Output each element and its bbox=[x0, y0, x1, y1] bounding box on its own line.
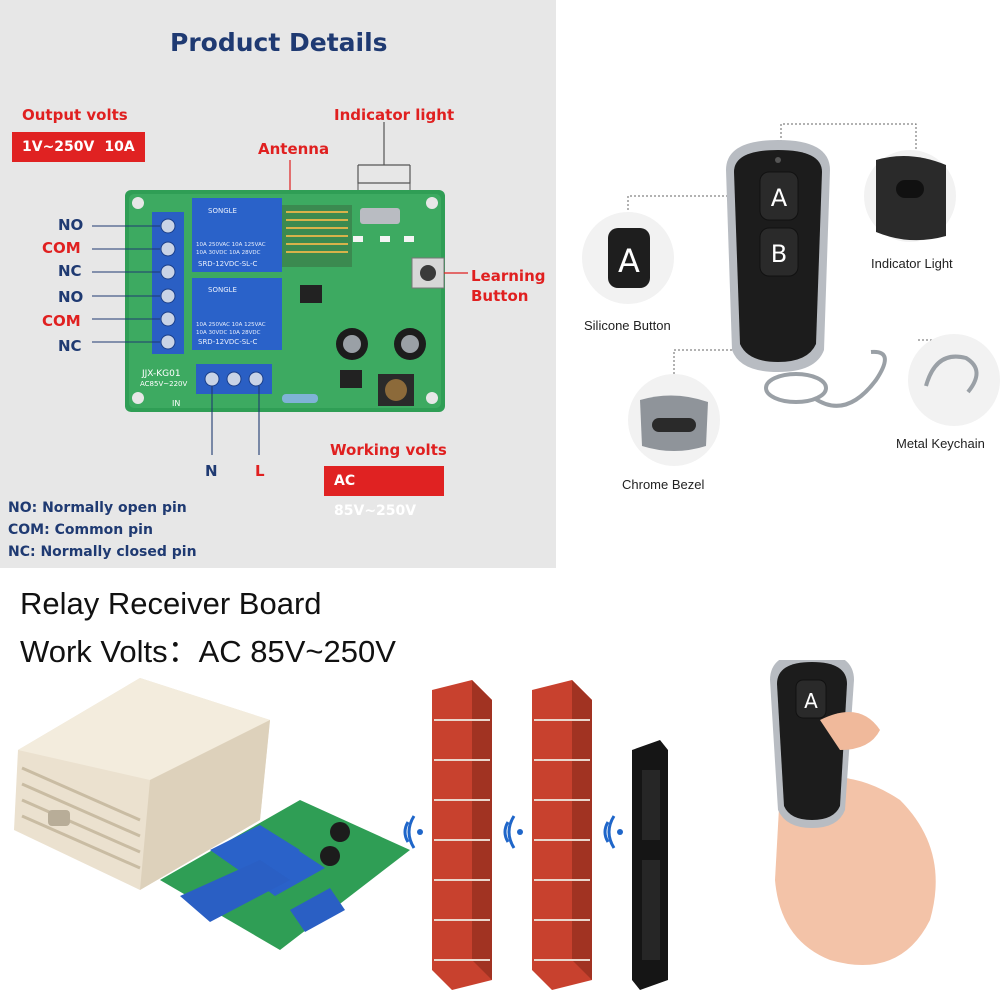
board-in: IN bbox=[172, 399, 180, 408]
antenna-label: Antenna bbox=[258, 140, 330, 158]
output-volts-box: 1V~250V 10A bbox=[12, 132, 145, 162]
receiver-work-volts: Work Volts：AC 85V~250V bbox=[20, 634, 396, 669]
learning-button-label: Learning Button bbox=[471, 266, 546, 306]
receiver-title: Relay Receiver Board bbox=[20, 586, 322, 621]
relay-model-1: SRD-12VDC-SL-C bbox=[198, 260, 257, 268]
relay-brand-1: SONGLE bbox=[208, 207, 237, 215]
relay-rating-2a: 10A 250VAC 10A 125VAC bbox=[196, 322, 266, 328]
chrome-bezel-caption: Chrome Bezel bbox=[622, 477, 705, 492]
relay-rating-1a: 10A 250VAC 10A 125VAC bbox=[196, 242, 266, 248]
output-volts-value: 1V~250V bbox=[12, 132, 105, 162]
legend-key-nc: NC: bbox=[8, 544, 36, 560]
product-details-panel: Product Details Output volts 1V~250V 10A… bbox=[0, 0, 556, 568]
silicone-button-caption: Silicone Button bbox=[584, 318, 671, 333]
remote-illustration: A B A bbox=[582, 123, 1000, 466]
output-volts-label: Output volts bbox=[22, 106, 128, 124]
pin-label-3: NC bbox=[58, 262, 82, 280]
indicator-light-label: Indicator light bbox=[334, 106, 455, 124]
pin-label-1: NO bbox=[58, 216, 84, 234]
relay-brand-2: SONGLE bbox=[208, 286, 237, 294]
terminal-l-label: L bbox=[255, 462, 265, 480]
pin-label-5: COM bbox=[42, 312, 81, 330]
legend-key-no: NO: bbox=[8, 500, 38, 516]
terminal-n-label: N bbox=[205, 462, 218, 480]
legend-text-nc: Normally closed pin bbox=[40, 544, 197, 560]
working-volts-value: AC 85V~250V bbox=[324, 466, 444, 519]
product-details-title: Product Details bbox=[170, 28, 388, 57]
relay-rating-2b: 10A 30VDC 10A 28VDC bbox=[196, 330, 261, 336]
metal-keychain-caption: Metal Keychain bbox=[896, 436, 985, 451]
legend-row-com: COM: Common pin bbox=[8, 522, 153, 538]
receiver-scene: A bbox=[14, 660, 936, 990]
remote-button-b: B bbox=[771, 240, 787, 268]
pin-label-4: NO bbox=[58, 288, 84, 306]
legend-row-no: NO: Normally open pin bbox=[8, 500, 187, 516]
relay-board-diagram: SONGLE SONGLE 10A 250VAC 10A 125VAC 10A … bbox=[92, 122, 468, 455]
learning-button-line2: Button bbox=[471, 287, 529, 305]
output-current-value: 10A bbox=[104, 132, 145, 162]
learning-button-line1: Learning bbox=[471, 267, 546, 285]
legend-key-com: COM: bbox=[8, 522, 50, 538]
relay-rating-1b: 10A 30VDC 10A 28VDC bbox=[196, 250, 261, 256]
board-voltage: AC85V~220V bbox=[140, 380, 187, 388]
zoom-button-a: A bbox=[618, 242, 640, 280]
remote-features-panel: A B A Silicone Button Indicator Light Ch… bbox=[556, 0, 1000, 568]
remote-button-a: A bbox=[771, 184, 788, 212]
pin-label-2: COM bbox=[42, 239, 81, 257]
hand-remote-button-a: A bbox=[804, 689, 818, 713]
legend-text-no: Normally open pin bbox=[42, 500, 187, 516]
legend-row-nc: NC: Normally closed pin bbox=[8, 544, 197, 560]
working-volts-label: Working volts bbox=[330, 441, 447, 459]
board-model: JJX-KG01 bbox=[141, 369, 181, 379]
pin-label-6: NC bbox=[58, 337, 82, 355]
relay-model-2: SRD-12VDC-SL-C bbox=[198, 338, 257, 346]
indicator-light-caption: Indicator Light bbox=[871, 256, 953, 271]
legend-text-com: Common pin bbox=[54, 522, 153, 538]
